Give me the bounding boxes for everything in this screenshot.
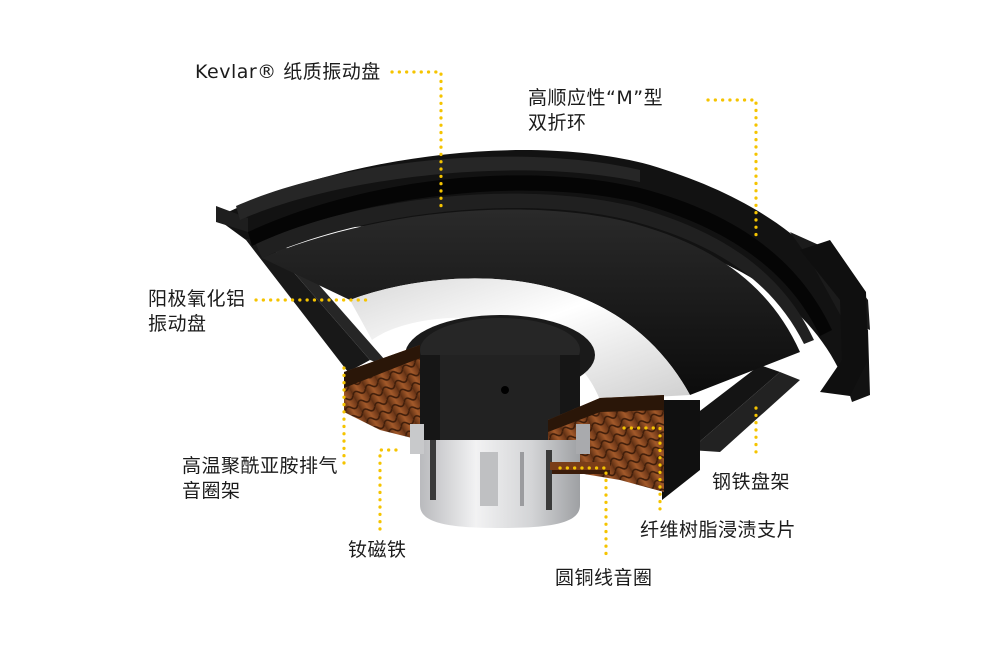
label-anodized-dome-line2: 振动盘 [148, 313, 207, 335]
m-surround [248, 175, 832, 344]
label-magnet: 钕磁铁 [348, 539, 407, 561]
neodymium-magnet [410, 424, 590, 528]
label-spider: 纤维树脂浸渍支片 [640, 519, 797, 541]
label-anodized-dome: 阳极氧化铝 振动盘 [148, 287, 246, 337]
label-m-surround: 高顺应性“M”型 双折环 [528, 86, 663, 136]
leader-m-surround [706, 98, 758, 242]
label-voice-coil-former: 高温聚酰亚胺排气 音圈架 [182, 454, 338, 504]
label-anodized-dome-line1: 阳极氧化铝 [148, 288, 246, 310]
leader-spider [622, 426, 662, 512]
leader-magnet [378, 448, 398, 534]
voice-coil-former [405, 315, 595, 485]
label-m-surround-line1: 高顺应性“M”型 [528, 87, 664, 109]
label-voice-coil-former-line2: 音圈架 [182, 480, 241, 502]
label-kevlar-cone: Kevlar® 纸质振动盘 [195, 61, 381, 83]
label-steel-basket: 钢铁盘架 [712, 471, 791, 493]
anodized-dome [350, 278, 690, 400]
leader-voice-coil [558, 466, 608, 562]
leader-lines [254, 70, 758, 562]
label-m-surround-line2: 双折环 [528, 112, 587, 134]
kevlar-cone [262, 209, 800, 395]
label-voice-coil: 圆铜线音圈 [555, 567, 653, 589]
label-voice-coil-former-line1: 高温聚酰亚胺排气 [182, 455, 339, 477]
copper-voice-coil [550, 462, 610, 474]
